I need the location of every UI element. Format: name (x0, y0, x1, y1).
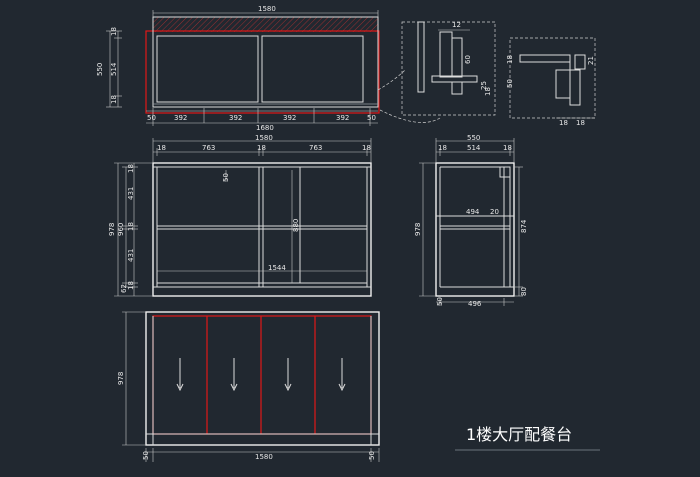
dim-side-shelf: 494 (466, 208, 480, 216)
dim-top-seg-1: 392 (174, 114, 187, 122)
dim-top-seg-2: 392 (229, 114, 242, 122)
top-view-right-panel (261, 35, 364, 103)
top-view-red-outline (145, 30, 380, 114)
side-view-outline (435, 162, 515, 297)
dim-front-lower-bay: 431 (127, 249, 135, 262)
dim-side-inner-depth: 514 (467, 144, 481, 152)
dim-front-plinth: 62 (120, 284, 128, 293)
dim-side-front-thk: 18 (438, 144, 447, 152)
title-block: 1楼大厅配餐台 (455, 425, 600, 451)
dim-detail-b-height: 50 (506, 79, 514, 88)
dim-front-bay-left: 763 (202, 144, 215, 152)
dim-door-right-side: 50 (368, 451, 376, 460)
door-view: 978 50 1580 50 (117, 311, 380, 462)
door-arrow-3 (284, 358, 292, 392)
dim-top-back-thk: 18 (110, 95, 118, 104)
dim-top-inner-depth: 514 (110, 62, 118, 76)
dim-front-top-thk: 18 (127, 164, 135, 173)
dim-side-plinth: 80 (520, 287, 528, 296)
hatched-wall (153, 17, 378, 32)
dim-detail-b-thk: 18 (506, 55, 514, 64)
dim-front-shelf-thk: 18 (127, 222, 135, 231)
dim-side-bottom-width: 496 (468, 300, 482, 308)
dim-detail-b-bottom-1: 18 (559, 119, 568, 127)
dim-top-front-thk: 18 (110, 27, 118, 36)
dim-front-inner-height: 880 (292, 219, 300, 232)
dim-side-setback: 20 (490, 208, 499, 216)
dim-front-bay-right: 763 (309, 144, 322, 152)
detail-a-frame (401, 21, 496, 116)
front-view-outline (152, 162, 372, 297)
dim-side-depth: 550 (467, 134, 480, 142)
top-view-outline (152, 16, 379, 108)
front-view: 50 880 1544 1580 18 763 18 763 18 978 96… (108, 134, 372, 297)
dim-front-upper-bay: 431 (127, 187, 135, 200)
door-view-outline (145, 311, 380, 446)
dim-detail-a-gap: 12 (452, 21, 461, 29)
dim-top-left-side: 50 (147, 114, 156, 122)
dim-top-bottom-width: 1680 (256, 124, 274, 132)
door-view-red-frame (152, 315, 372, 435)
dim-front-width: 1580 (255, 134, 273, 142)
dim-detail-b-bottom-2: 18 (576, 119, 585, 127)
dim-detail-a-small-1: 25 (480, 81, 488, 90)
dim-side-back-thk: 18 (503, 144, 512, 152)
top-view-left-panel (156, 35, 259, 103)
dim-door-left-side: 50 (142, 451, 150, 460)
detail-b: 18 50 21 18 18 (506, 37, 596, 127)
dim-front-side-right: 18 (362, 144, 371, 152)
dim-top-seg-4: 392 (336, 114, 349, 122)
dim-detail-a-small-2: 18 (484, 87, 492, 96)
detail-b-frame (509, 37, 596, 119)
dim-top-right-side: 50 (367, 114, 376, 122)
dim-front-inner-width: 1544 (268, 264, 286, 272)
dim-front-height: 978 (108, 223, 116, 236)
dim-front-inner-total: 960 (117, 223, 125, 236)
door-arrow-1 (176, 358, 184, 392)
top-view: 1580 550 514 18 18 50 392 392 392 392 50… (96, 5, 441, 132)
dim-side-bottom-left: 50 (436, 297, 444, 306)
side-view: 494 20 550 18 514 18 978 874 80 50 496 (414, 134, 528, 308)
drawing-title: 1楼大厅配餐台 (466, 425, 572, 444)
door-arrow-4 (338, 358, 346, 392)
dim-door-width: 1580 (255, 453, 273, 461)
door-arrow-2 (230, 358, 238, 392)
dim-side-inner-height: 874 (520, 219, 528, 233)
dim-front-small: 50 (222, 173, 230, 182)
dim-side-height: 978 (414, 223, 422, 236)
detail-a: 12 60 25 18 (401, 21, 496, 116)
dim-top-depth: 550 (96, 63, 104, 76)
dim-door-height: 978 (117, 372, 125, 385)
dim-front-mid: 18 (257, 144, 266, 152)
dim-front-bottom-thk: 18 (127, 281, 135, 290)
dim-front-side-left: 18 (157, 144, 166, 152)
dim-detail-a-height: 60 (464, 55, 472, 64)
dim-detail-b-right: 21 (587, 56, 595, 65)
dim-top-seg-3: 392 (283, 114, 296, 122)
dim-top-width: 1580 (258, 5, 276, 13)
